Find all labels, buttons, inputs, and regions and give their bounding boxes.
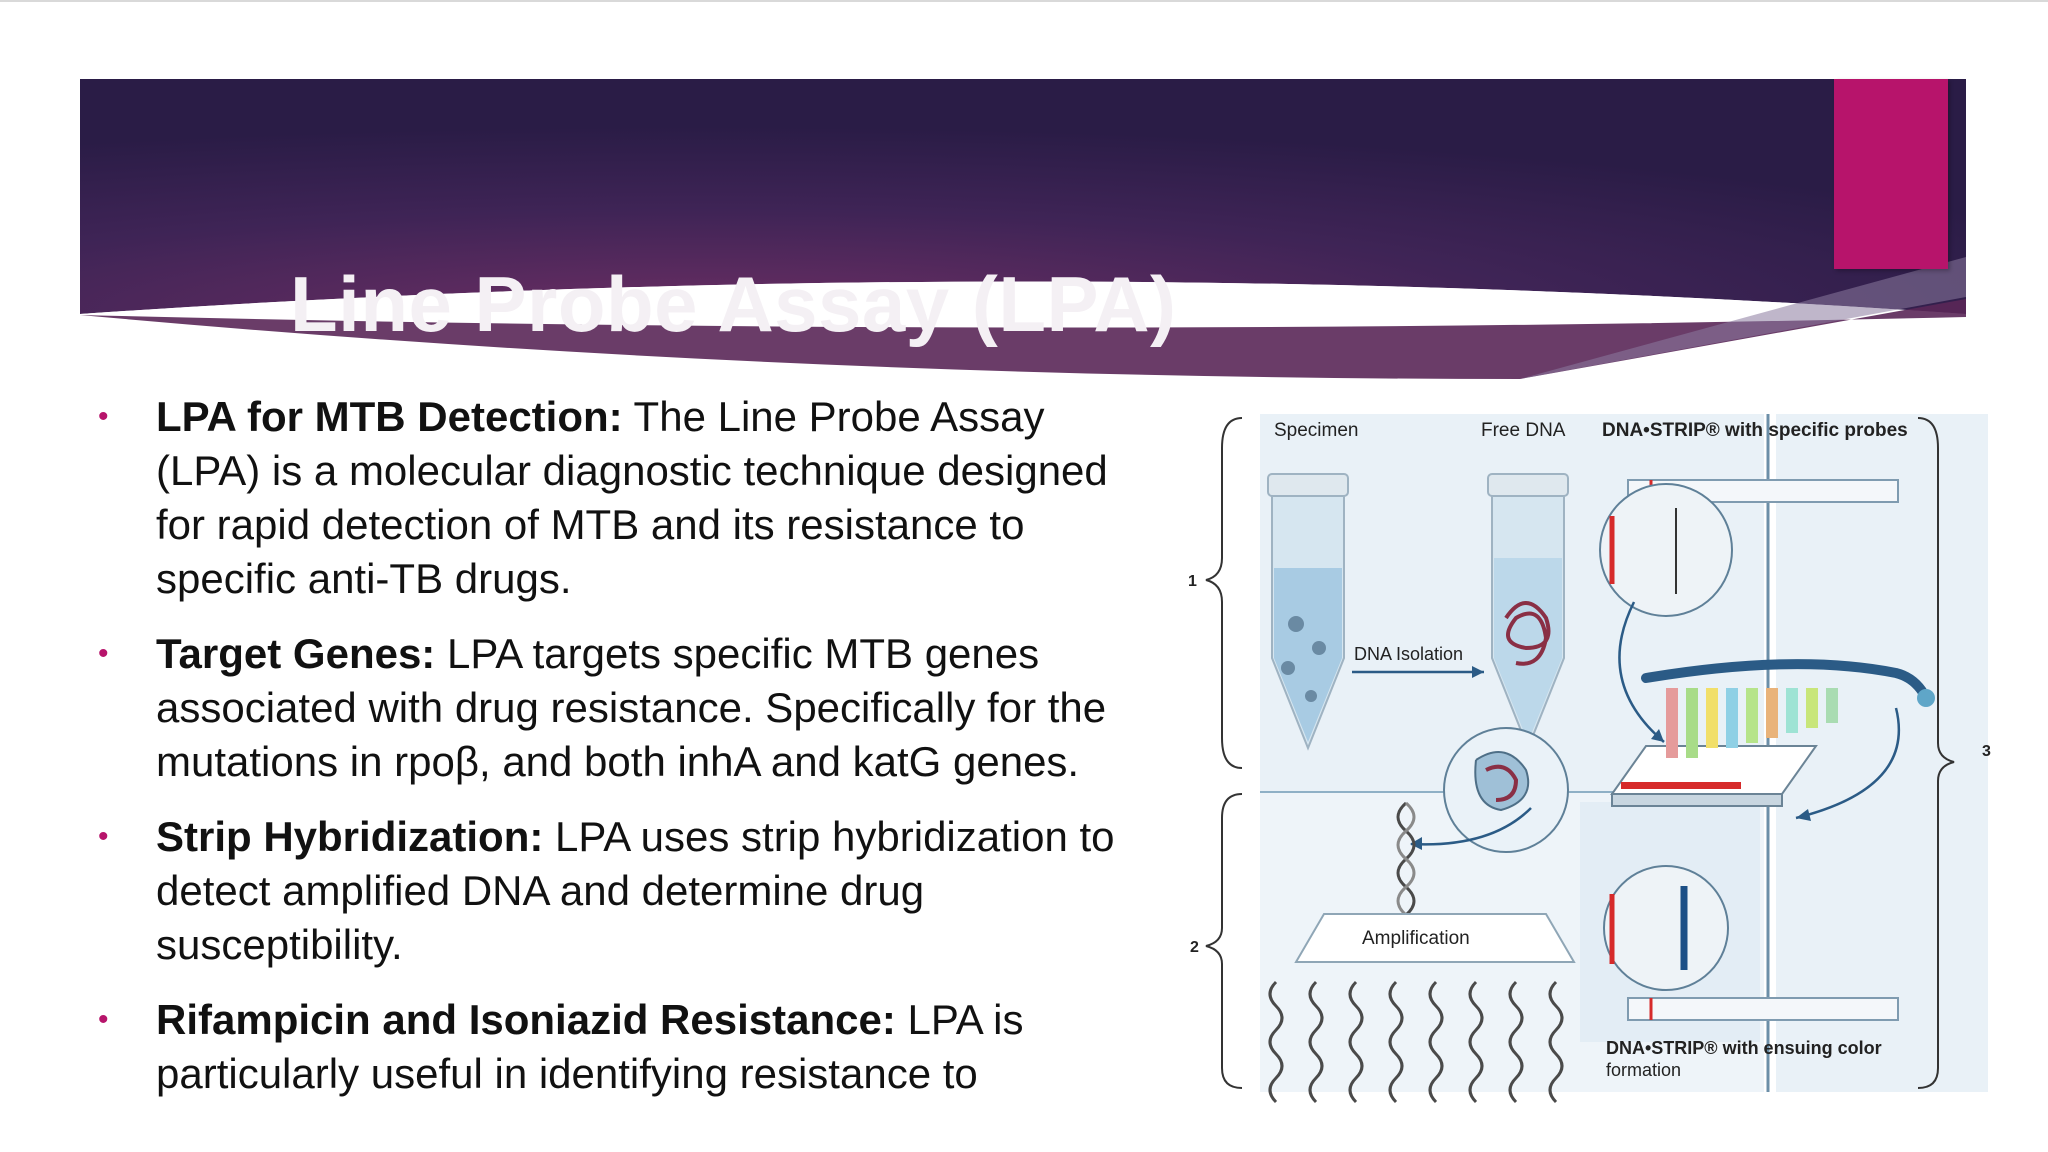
amplified-dna-row — [1268, 980, 1564, 1104]
strip-probes-label: DNA•STRIP® with specific probes — [1602, 420, 1908, 441]
bullet-dot: • — [98, 1003, 109, 1036]
bullet-dot: • — [98, 820, 109, 853]
specimen-tube — [1267, 473, 1349, 751]
step-1-label: 1 — [1188, 573, 1197, 590]
bullet-text: LPA uses strip hybridization to detect a… — [156, 813, 1115, 968]
amplification-box — [1294, 913, 1576, 963]
strip-color-label-2: formation — [1606, 1060, 1681, 1080]
bullet-item: • LPA for MTB Detection: The Line Probe A… — [98, 390, 1158, 606]
dna-isolation-label: DNA Isolation — [1354, 644, 1463, 664]
bullet-heading: Strip Hybridization: — [156, 813, 544, 860]
amplification-label: Amplification — [1362, 928, 1470, 949]
specimen-label: Specimen — [1274, 420, 1359, 441]
accent-bar — [1834, 79, 1948, 269]
bullet-heading: Target Genes: — [156, 630, 436, 677]
bullet-heading: Rifampicin and Isoniazid Resistance: — [156, 996, 896, 1043]
banner-shape — [80, 79, 1966, 379]
brace-1 — [1205, 417, 1243, 769]
bullet-item: • Rifampicin and Isoniazid Resistance: LP… — [98, 993, 1158, 1101]
free-dna-label: Free DNA — [1481, 420, 1566, 441]
bullet-text: LPA is particularly useful in identifyin… — [156, 996, 1024, 1097]
isolation-arrowhead — [1472, 666, 1484, 678]
bullet-item: • Target Genes: LPA targets specific MTB … — [98, 627, 1158, 789]
hybridization-strip — [1610, 659, 1935, 807]
color-arrow — [1795, 707, 1901, 820]
step-3-label: 3 — [1982, 743, 1991, 760]
color-strip-bottom — [1627, 997, 1899, 1021]
strip-zoom-top — [1599, 483, 1733, 617]
bullet-list: • LPA for MTB Detection: The Line Probe A… — [98, 390, 1158, 1122]
step-2-label: 2 — [1190, 939, 1199, 956]
bullet-heading: LPA for MTB Detection: — [156, 393, 623, 440]
top-border — [0, 0, 2048, 2]
strip-color-label: DNA•STRIP® with ensuing color — [1606, 1038, 1882, 1058]
hybridization-arrow — [1618, 601, 1665, 743]
slide-title: Line Probe Assay (LPA) — [290, 260, 1177, 348]
bullet-text: LPA targets specific MTB genes associate… — [156, 630, 1107, 785]
bullet-dot: • — [98, 637, 109, 670]
brace-3 — [1917, 417, 1955, 1089]
amplification-arrow — [1410, 807, 1532, 846]
strip-zoom-bottom — [1603, 865, 1729, 991]
bullet-dot: • — [98, 400, 109, 433]
brace-2 — [1205, 793, 1243, 1089]
bullet-text: The Line Probe Assay (LPA) is a molecula… — [156, 393, 1108, 602]
title-banner: Line Probe Assay (LPA) — [80, 79, 1966, 379]
bullet-item: • Strip Hybridization: LPA uses strip hyb… — [98, 810, 1158, 972]
free-dna-tube — [1487, 473, 1569, 751]
lpa-diagram: 1 2 3 Specimen Free DNA DNA•STRIP® with … — [1176, 408, 1996, 1108]
